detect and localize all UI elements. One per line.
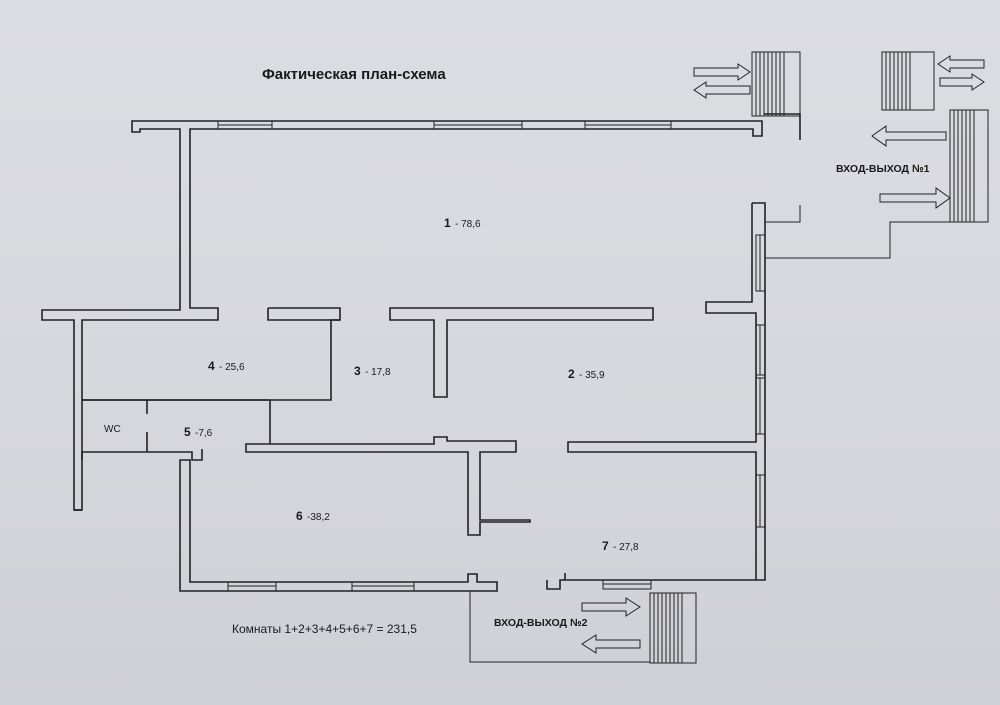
svg-text:- 25,6: - 25,6	[219, 362, 245, 373]
rooms-total: Комнаты 1+2+3+4+5+6+7 = 231,5	[232, 622, 417, 636]
svg-text:-7,6: -7,6	[195, 428, 213, 439]
svg-text:5: 5	[184, 425, 191, 439]
room-6-label: 6 -38,2	[296, 509, 330, 523]
svg-text:2: 2	[568, 367, 575, 381]
room-labels: 1 - 78,6 2 - 35,9 3 - 17,8 4 - 25,6 5 -7…	[104, 216, 639, 553]
outer-walls	[41, 113, 801, 592]
svg-text:-38,2: -38,2	[307, 512, 330, 523]
svg-text:- 78,6: - 78,6	[455, 219, 481, 230]
room-1-label: 1 - 78,6	[444, 216, 481, 230]
entrance-1-area: ВХОД-ВЫХОД №1	[693, 51, 989, 259]
svg-text:- 17,8: - 17,8	[365, 367, 391, 378]
svg-text:- 35,9: - 35,9	[579, 370, 605, 381]
windows-top	[217, 120, 672, 130]
room-3-label: 3 - 17,8	[354, 364, 391, 378]
entrance-2-label: ВХОД-ВЫХОД №2	[494, 617, 588, 629]
room-4-label: 4 - 25,6	[208, 359, 245, 373]
room-2-label: 2 - 35,9	[568, 367, 605, 381]
entrance-2-area: ВХОД-ВЫХОД №2	[469, 591, 697, 664]
entrance-1-label: ВХОД-ВЫХОД №1	[836, 163, 930, 175]
svg-text:7: 7	[602, 539, 609, 553]
room-5-label: 5 -7,6	[184, 425, 213, 439]
windows-bottom	[227, 579, 652, 592]
room-7-label: 7 - 27,8	[602, 539, 639, 553]
interior-walls	[82, 307, 654, 536]
plan-title: Фактическая план-схема	[262, 66, 446, 83]
svg-text:- 27,8: - 27,8	[613, 542, 639, 553]
svg-text:4: 4	[208, 359, 215, 373]
svg-text:6: 6	[296, 509, 303, 523]
svg-text:3: 3	[354, 364, 361, 378]
windows-right	[755, 234, 766, 528]
svg-text:1: 1	[444, 216, 451, 230]
wc-label: WC	[104, 424, 121, 435]
